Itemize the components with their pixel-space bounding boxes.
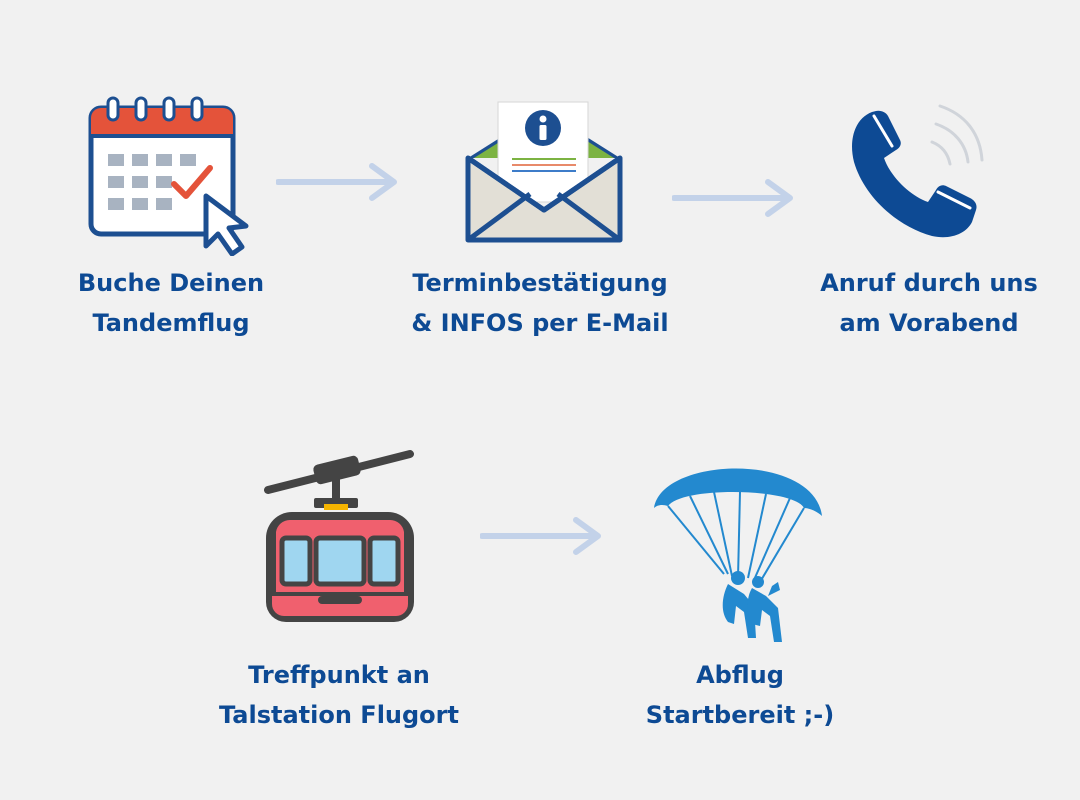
arrow-right-icon xyxy=(672,179,793,217)
step-label-line: Tandemflug xyxy=(92,309,250,337)
step-label-line: Terminbestätigung xyxy=(412,269,668,297)
step-label-line: am Vorabend xyxy=(839,309,1019,337)
step-label-line: Abflug xyxy=(696,661,784,689)
step-label-line: Talstation Flugort xyxy=(219,701,459,729)
arrow-right-icon xyxy=(276,163,397,201)
arrow-right-icon xyxy=(480,517,601,555)
envelope-info-icon xyxy=(465,101,623,243)
calendar-icon xyxy=(88,96,249,256)
step-label: Buche Deinen Tandemflug xyxy=(58,263,284,343)
step-label-line: Treffpunkt an xyxy=(248,661,430,689)
step-label: Abflug Startbereit ;-) xyxy=(620,655,860,735)
step-label: Treffpunkt an Talstation Flugort xyxy=(188,655,490,735)
cable-car-icon xyxy=(264,450,414,622)
step-label-line: Anruf durch uns xyxy=(820,269,1038,297)
step-label-line: Buche Deinen xyxy=(77,269,265,297)
step-label-line: Startbereit ;-) xyxy=(645,701,835,729)
step-label: Terminbestätigung & INFOS per E-Mail xyxy=(390,263,690,343)
phone-icon xyxy=(852,104,984,238)
step-label-line: & INFOS per E-Mail xyxy=(411,309,669,337)
step-label: Anruf durch uns am Vorabend xyxy=(800,263,1058,343)
paraglider-icon xyxy=(654,468,822,642)
